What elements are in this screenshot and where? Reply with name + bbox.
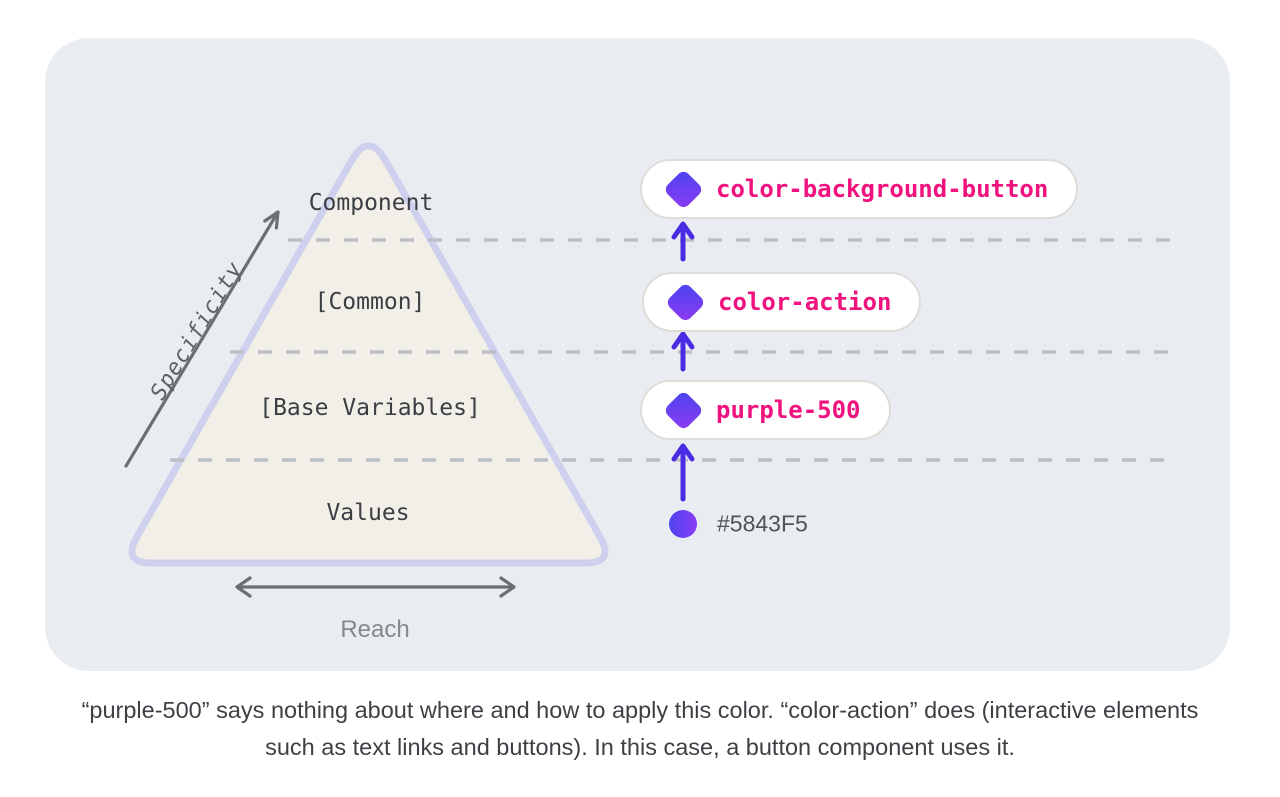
caption: “purple-500” says nothing about where an… [0,692,1280,766]
level-label-common: [Common] [314,289,426,315]
token-label: color-action [718,288,892,316]
diamond-icon [662,389,704,431]
level-label-base-variables: [Base Variables] [259,395,481,421]
caption-line: “purple-500” says nothing about where an… [81,697,1199,723]
color-swatch-icon [669,510,697,538]
diagram-card [45,38,1230,671]
token-label: color-background-button [716,175,1049,203]
value-hex-label: #5843F5 [717,510,808,537]
reach-axis-label: Reach [340,616,410,643]
level-label-values: Values [326,500,410,526]
diamond-icon [664,281,706,323]
level-label-component: Component [308,190,434,216]
token-label: purple-500 [716,396,861,424]
token-pill-base: purple-500 [640,380,891,440]
token-pill-component: color-background-button [640,159,1079,219]
caption-line: such as text links and buttons). In this… [265,734,1015,760]
diamond-icon [662,168,704,210]
token-pill-common: color-action [642,272,922,332]
